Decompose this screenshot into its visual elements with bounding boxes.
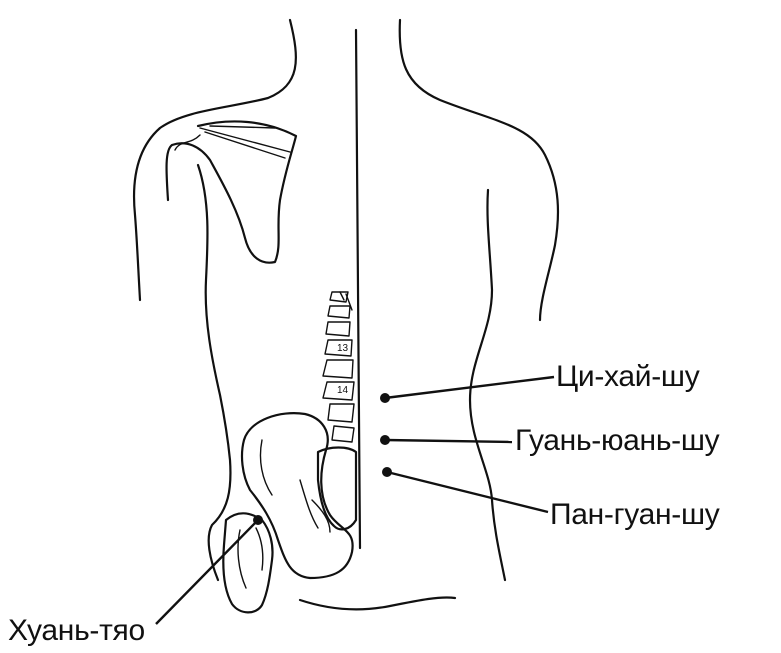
left-torso-outline [198,165,230,580]
leader-guan-yuan-shu [385,440,512,442]
vertebra-label-14: 14 [337,385,349,396]
leader-huan-tiao [156,520,258,624]
right-neck-outline [400,20,558,320]
label-qi-hai-shu: Ци-хай-шу [556,362,699,392]
femur-head [223,513,272,612]
label-guan-yuan-shu: Гуань-юань-шу [515,426,719,456]
left-iliac-bone [242,413,353,578]
clavicle-lines [175,126,290,158]
buttock-line [300,597,455,609]
label-pang-guang-shu: Пан-гуан-шу [550,500,719,530]
label-huan-tiao: Хуань-тяо [8,616,145,646]
spine-vertebrae [323,292,354,442]
leader-pang-guang-shu [387,472,548,512]
vertebra-label-13: 13 [337,343,349,354]
left-neck-outline [134,20,296,300]
